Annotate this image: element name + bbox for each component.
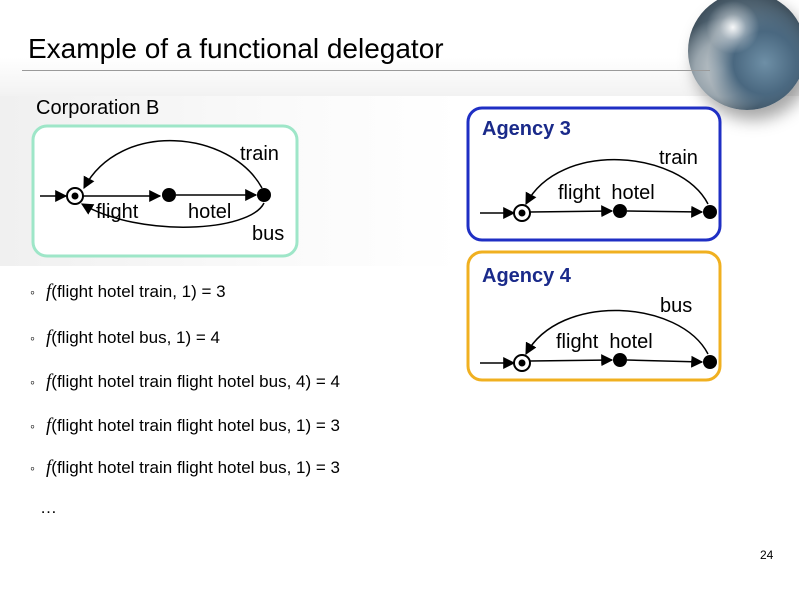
function-expression: (flight hotel train, 1) = 3: [51, 282, 226, 301]
bullet-mark: ◦: [30, 284, 35, 300]
function-bullet: ◦ f(flight hotel bus, 1) = 4: [30, 328, 220, 348]
agency4-automaton: Agency 4 bus flight hotel: [466, 250, 722, 382]
function-expression: (flight hotel train flight hotel bus, 4)…: [51, 372, 340, 391]
function-expression: (flight hotel bus, 1) = 4: [51, 328, 220, 347]
state: [613, 204, 627, 218]
agency3-automaton: Agency 3 train flight hotel: [466, 106, 722, 242]
globe-logo: [688, 0, 799, 110]
title-rule: [22, 70, 710, 71]
state: [162, 188, 176, 202]
edge-label-flight-hotel: flight hotel: [558, 182, 655, 204]
header-band: [0, 0, 799, 96]
edge-hotel: [626, 205, 704, 218]
edge-hotel: [626, 355, 704, 368]
edge-label-train: train: [240, 143, 279, 165]
agency3-box: [466, 106, 722, 242]
edge-label-bus: bus: [252, 223, 284, 245]
edge-bus: [80, 202, 265, 228]
state: [703, 355, 717, 369]
bullet-mark: ◦: [30, 374, 35, 390]
slide-title: Example of a functional delegator: [28, 33, 444, 64]
function-symbol: f: [46, 415, 52, 436]
state: [613, 353, 627, 367]
edge-train: [525, 159, 709, 206]
agency3-label: Agency 3: [482, 118, 571, 140]
ellipsis-text: …: [40, 498, 57, 517]
state: [703, 205, 717, 219]
function-expression: (flight hotel train flight hotel bus, 1)…: [51, 458, 340, 477]
state-initial-final-core: [518, 359, 526, 367]
agency4-label: Agency 4: [482, 265, 572, 287]
state-initial-final-core: [71, 192, 79, 200]
state: [257, 188, 271, 202]
edge-bus: [525, 309, 709, 356]
state-initial-final-core: [518, 209, 526, 217]
corporation-automaton: train flight hotel bus: [31, 124, 299, 258]
function-symbol: f: [46, 281, 52, 302]
corporation-label: Corporation B: [36, 97, 160, 119]
function-symbol: f: [46, 457, 52, 478]
ellipsis-bullet: …: [40, 498, 57, 518]
function-symbol: f: [46, 371, 52, 392]
bullet-mark: ◦: [30, 460, 35, 476]
edge-flight: [529, 205, 614, 218]
page-number: 24: [760, 548, 774, 562]
edge-train: [83, 140, 263, 190]
function-bullet: ◦ f(flight hotel train, 1) = 3: [30, 282, 226, 302]
edge-flight: [529, 354, 614, 367]
edge-label-flight-hotel: flight hotel: [556, 331, 653, 353]
edge-label-hotel: hotel: [188, 201, 231, 223]
edge-label-flight: flight: [96, 201, 139, 223]
function-bullet: ◦ f(flight hotel train flight hotel bus, …: [30, 372, 340, 392]
edge-label-train: train: [659, 147, 698, 169]
function-bullet: ◦ f(flight hotel train flight hotel bus, …: [30, 416, 340, 436]
function-expression: (flight hotel train flight hotel bus, 1)…: [51, 416, 340, 435]
bullet-mark: ◦: [30, 330, 35, 346]
bullet-mark: ◦: [30, 418, 35, 434]
function-symbol: f: [46, 327, 52, 348]
edge-label-bus: bus: [660, 295, 692, 317]
function-bullet: ◦ f(flight hotel train flight hotel bus, …: [30, 458, 340, 478]
